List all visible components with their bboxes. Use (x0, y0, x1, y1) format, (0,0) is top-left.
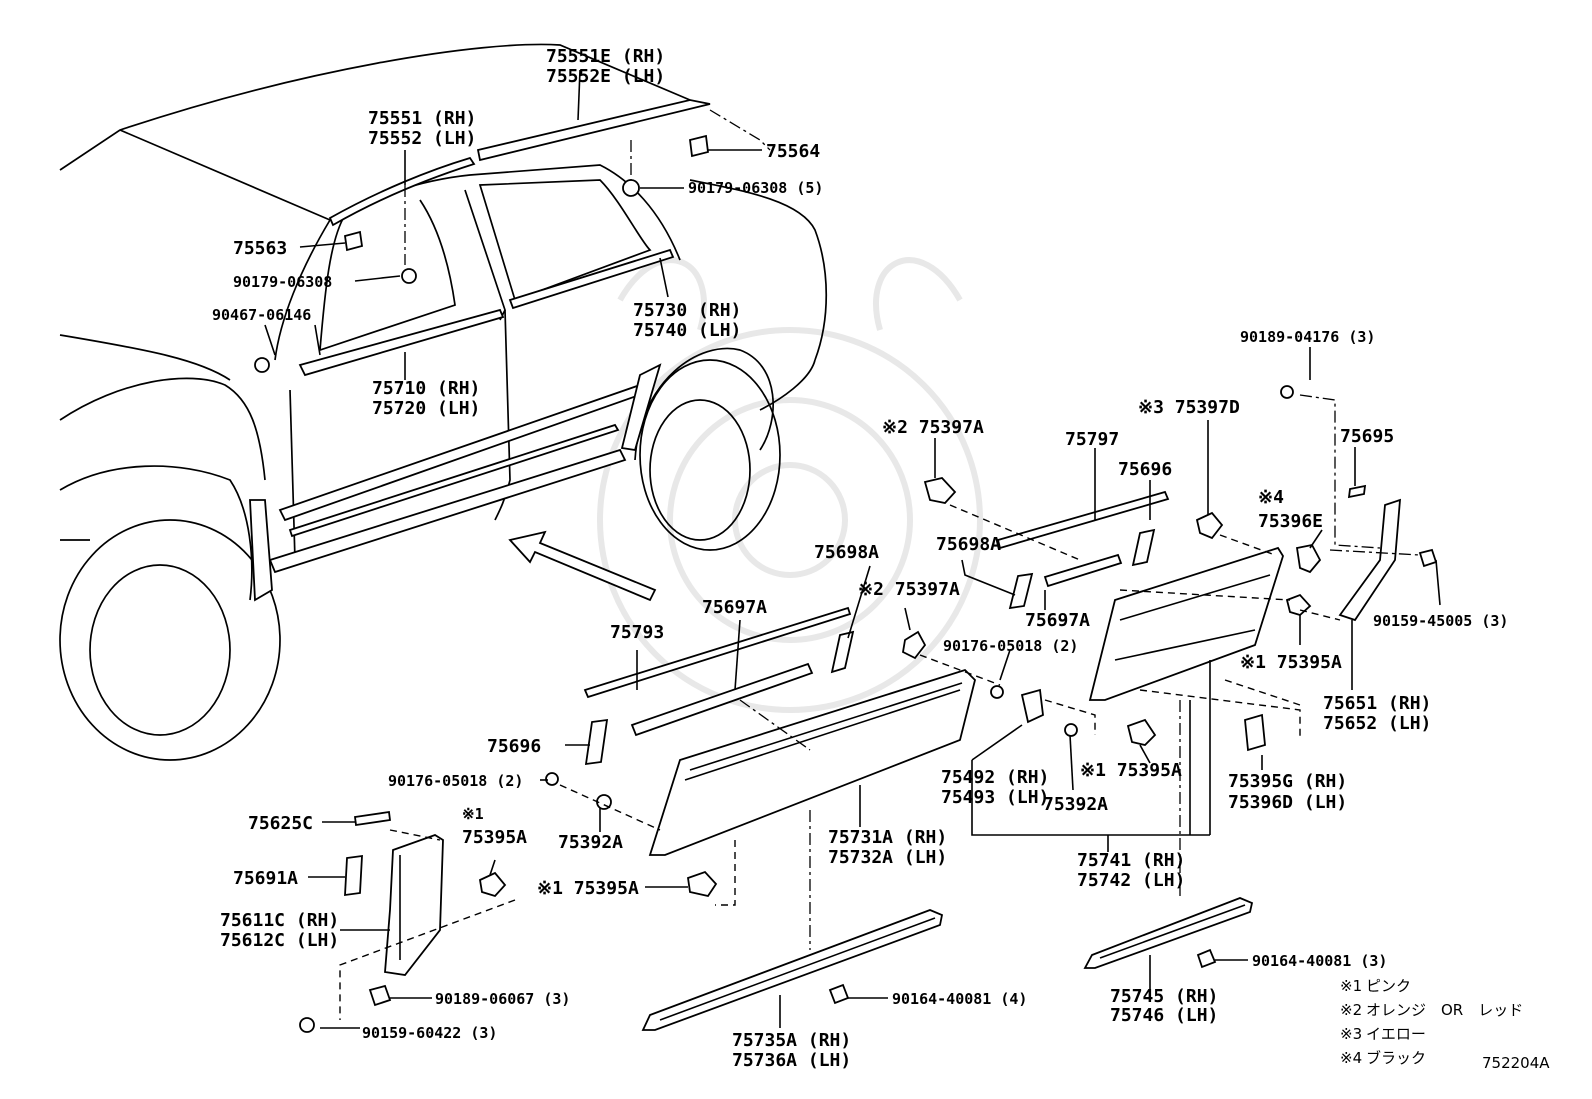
label-75395A-d: ※1 75395A (537, 878, 639, 899)
label-75563: 75563 (233, 238, 287, 259)
label-75552: 75552 (LH) (368, 128, 476, 149)
diagram-code: 752204A (1482, 1054, 1550, 1072)
label-90164-40081-a: 90164-40081 (4) (892, 990, 1027, 1008)
fender-rocker-parts (299, 810, 1254, 1033)
legend-mark-4: ※4 (1340, 1049, 1362, 1067)
label-90164-40081-b: 90164-40081 (3) (1252, 952, 1387, 970)
label-75397A-b: ※2 75397A (858, 579, 960, 600)
label-75793: 75793 (610, 622, 664, 643)
legend-mark-2: ※2 (1340, 1001, 1362, 1019)
legend-mark-1: ※1 (1340, 977, 1362, 995)
label-75392A-b: 75392A (558, 832, 623, 853)
label-75397D: ※3 75397D (1138, 397, 1240, 418)
label-90189-04176: 90189-04176 (3) (1240, 328, 1375, 346)
label-90179-06308-5: 90179-06308 (5) (688, 179, 823, 197)
label-75396D: 75396D (LH) (1228, 792, 1347, 813)
legend-text-3: イエロー (1366, 1025, 1426, 1043)
label-75395A-b: ※1 75395A (1080, 760, 1182, 781)
front-door-parts (545, 606, 976, 898)
part-labels: 75551E (RH) 75552E (LH) 75551 (RH) 75552… (212, 46, 1508, 1071)
label-75698A-b: 75698A (814, 542, 879, 563)
label-75710: 75710 (RH) (372, 378, 480, 399)
label-90467-06146: 90467-06146 (212, 306, 311, 324)
color-legend: ※1 ピンク ※2 オレンジ OR レッド ※3 イエロー ※4 ブラック (1340, 977, 1523, 1067)
label-75493: 75493 (LH) (941, 787, 1049, 808)
label-90176-05018-b: 90176-05018 (2) (388, 772, 523, 790)
label-75551: 75551 (RH) (368, 108, 476, 129)
label-75696-b: 75696 (487, 736, 541, 757)
label-75697A-a: 75697A (1025, 610, 1090, 631)
label-75651: 75651 (RH) (1323, 693, 1431, 714)
label-75492: 75492 (RH) (941, 767, 1049, 788)
label-75625C: 75625C (248, 813, 313, 834)
car-body-outline (59, 43, 828, 761)
label-75395A-c-mark: ※1 (462, 805, 484, 823)
watermark (597, 257, 983, 713)
label-75564: 75564 (766, 141, 820, 162)
label-75742: 75742 (LH) (1077, 870, 1185, 891)
view-arrow (508, 530, 657, 602)
label-75698A-a: 75698A (936, 534, 1001, 555)
label-75612C: 75612C (LH) (220, 930, 339, 951)
label-90189-06067: 90189-06067 (3) (435, 990, 570, 1008)
label-75746: 75746 (LH) (1110, 1005, 1218, 1026)
roof-parts (254, 134, 709, 373)
label-75392A-a: 75392A (1043, 794, 1108, 815)
legend-mark-3: ※3 (1340, 1025, 1362, 1043)
label-75652: 75652 (LH) (1323, 713, 1431, 734)
legend-text-1: ピンク (1366, 977, 1411, 995)
label-75740: 75740 (LH) (633, 320, 741, 341)
label-75611C: 75611C (RH) (220, 910, 339, 931)
label-75732A: 75732A (LH) (828, 847, 947, 868)
legend-text-4: ブラック (1366, 1049, 1426, 1067)
label-75696-a: 75696 (1118, 459, 1172, 480)
label-75396E: 75396E (1258, 511, 1323, 532)
rear-door-parts (923, 385, 1438, 752)
label-75736A: 75736A (LH) (732, 1050, 851, 1071)
label-75395A-c: 75395A (462, 827, 527, 848)
label-75395A-a: ※1 75395A (1240, 652, 1342, 673)
label-90176-05018-a: 90176-05018 (2) (943, 637, 1078, 655)
legend-text-2: オレンジ OR レッド (1366, 1001, 1523, 1019)
leader-lines (264, 69, 1441, 1029)
dashed-lines (339, 109, 1421, 1020)
label-75741: 75741 (RH) (1077, 850, 1185, 871)
label-75745: 75745 (RH) (1110, 986, 1218, 1007)
label-75697A-b: 75697A (702, 597, 767, 618)
label-75552E: 75552E (LH) (546, 66, 665, 87)
label-90179-06308: 90179-06308 (233, 273, 332, 291)
label-75551E: 75551E (RH) (546, 46, 665, 67)
label-90159-60422: 90159-60422 (3) (362, 1024, 497, 1042)
label-75396E-mark: ※4 (1258, 487, 1284, 508)
label-75730: 75730 (RH) (633, 300, 741, 321)
label-90159-45005: 90159-45005 (3) (1373, 612, 1508, 630)
label-75695: 75695 (1340, 426, 1394, 447)
label-75797: 75797 (1065, 429, 1119, 450)
label-75397A-a: ※2 75397A (882, 417, 984, 438)
label-75691A: 75691A (233, 868, 298, 889)
label-75735A: 75735A (RH) (732, 1030, 851, 1051)
label-75395G: 75395G (RH) (1228, 771, 1347, 792)
label-75720: 75720 (LH) (372, 398, 480, 419)
label-75731A: 75731A (RH) (828, 827, 947, 848)
